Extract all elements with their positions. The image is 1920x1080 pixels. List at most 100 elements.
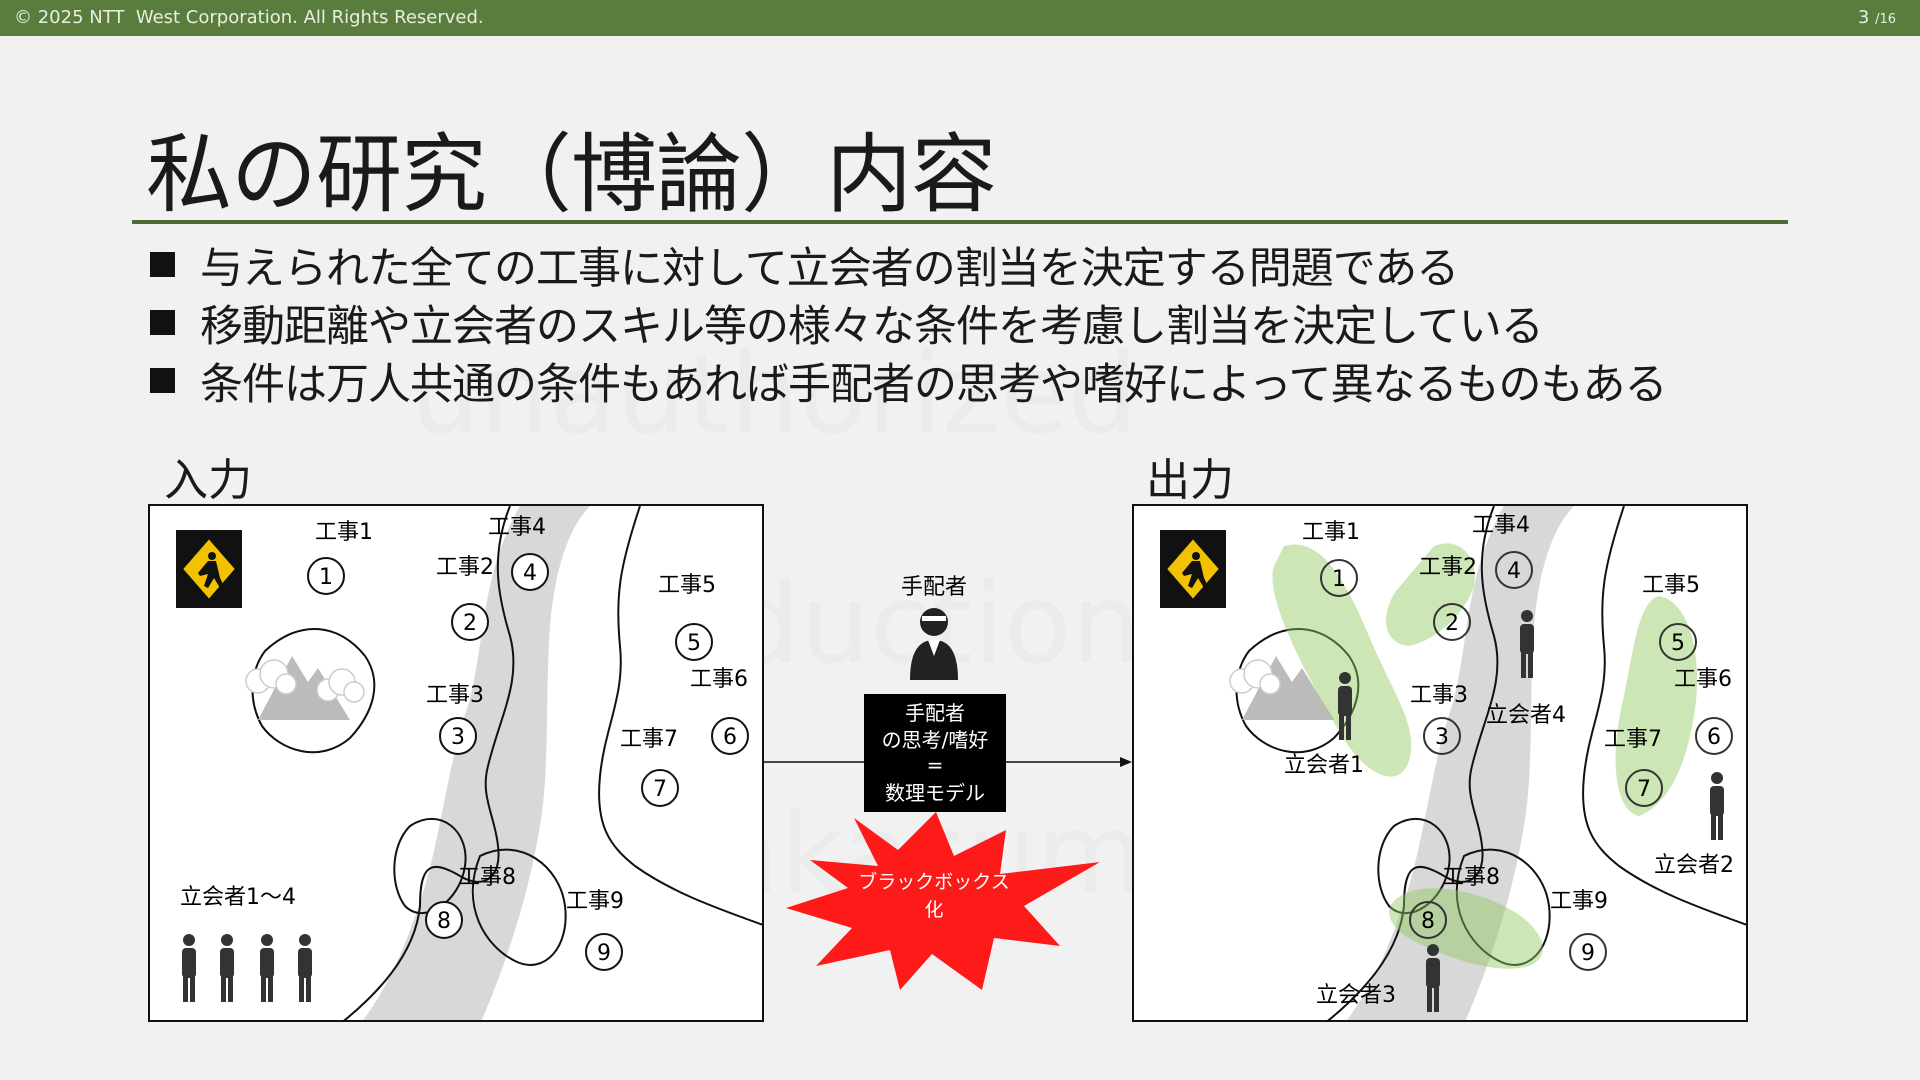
work-site-3: 工事3 3	[426, 683, 484, 755]
svg-text:3: 3	[451, 725, 465, 750]
svg-text:工事3: 工事3	[426, 683, 484, 708]
mountain-icon	[1242, 656, 1334, 720]
middle-flow: 手配者 手配者 の思考/嗜好 = 数理モデル ブラックボックス 化	[760, 560, 1140, 1000]
witnesses-label: 立会者1～4	[180, 885, 296, 910]
svg-text:2: 2	[463, 611, 477, 636]
person-icon	[182, 934, 196, 1002]
svg-text:工事4: 工事4	[488, 515, 546, 540]
svg-text:2: 2	[1445, 611, 1459, 636]
river-bank-icon	[1327, 506, 1499, 1020]
cloud-icon	[245, 659, 365, 703]
bullet-list: 与えられた全ての工事に対して立会者の割当を決定する問題である 移動距離や立会者の…	[148, 232, 1788, 410]
witness-1-person-icon	[1338, 672, 1352, 740]
river-bank-icon	[598, 506, 762, 926]
svg-text:3: 3	[1435, 725, 1449, 750]
witness-3-label: 立会者3	[1316, 983, 1396, 1008]
svg-text:工事2: 工事2	[436, 555, 494, 580]
page-total: /16	[1875, 12, 1896, 27]
work-site-2: 工事2 2	[1419, 555, 1477, 641]
input-section-label: 入力	[164, 455, 252, 506]
bullet-square-icon	[150, 368, 175, 393]
work-site-7: 工事7 7	[620, 727, 679, 807]
work-site-3: 工事3 3	[1410, 683, 1468, 755]
work-site-1: 工事1 1	[307, 520, 373, 595]
assignment-highlight-witness1	[1272, 544, 1412, 777]
work-site-7: 工事7 7	[1604, 727, 1663, 807]
witness-3-person-icon	[1426, 944, 1440, 1012]
model-box-line-3: =	[927, 753, 944, 777]
river-bank-icon	[1582, 506, 1746, 926]
river-bank-icon	[343, 506, 515, 1020]
svg-text:工事1: 工事1	[1302, 520, 1360, 545]
svg-text:工事6: 工事6	[1674, 667, 1732, 692]
svg-text:工事9: 工事9	[566, 889, 624, 914]
work-site-4: 工事4 4	[1472, 513, 1533, 589]
bullet-item: 与えられた全ての工事に対して立会者の割当を決定する問題である	[148, 232, 1788, 294]
svg-text:工事2: 工事2	[1419, 555, 1477, 580]
model-box-line-2: の思考/嗜好	[882, 728, 989, 752]
svg-text:6: 6	[723, 725, 737, 750]
work-site-9: 工事9 9	[1550, 889, 1608, 971]
witness-4-person-icon	[1520, 610, 1534, 678]
svg-text:8: 8	[437, 909, 451, 934]
svg-text:工事1: 工事1	[315, 520, 373, 545]
person-icon	[260, 934, 274, 1002]
svg-text:工事4: 工事4	[1472, 513, 1530, 538]
svg-text:工事5: 工事5	[1642, 573, 1700, 598]
mountain-icon	[258, 656, 350, 720]
work-site-9: 工事9 9	[566, 889, 624, 971]
svg-text:工事8: 工事8	[1442, 865, 1500, 890]
river-icon	[363, 506, 590, 1020]
witness-4-label: 立会者4	[1486, 703, 1566, 728]
bullet-text: 条件は万人共通の条件もあれば手配者の思考や嗜好によって異なるものもある	[200, 360, 1668, 410]
model-box-line-1: 手配者	[905, 701, 965, 725]
site8-region-icon	[1377, 817, 1451, 915]
svg-text:工事8: 工事8	[458, 865, 516, 890]
slide-title: 私の研究（博論）内容	[146, 125, 997, 225]
assignment-highlight-witness2	[1615, 596, 1698, 816]
model-box	[864, 694, 1006, 812]
bullet-square-icon	[150, 252, 175, 277]
page-number: 3 /16	[1858, 7, 1896, 28]
arrow-head-icon	[1120, 757, 1132, 767]
work-site-5: 工事5 5	[1642, 573, 1700, 661]
svg-text:6: 6	[1707, 725, 1721, 750]
output-map-panel: 工事1 1 工事2 2 工事3 3 工事4 4 工事5 5 工事6 6 工事7 …	[1132, 504, 1748, 1022]
assignment-highlight-witness3	[1389, 888, 1543, 969]
svg-text:7: 7	[1637, 777, 1651, 802]
svg-text:4: 4	[1507, 559, 1521, 584]
bullet-text: 移動距離や立会者のスキル等の様々な条件を考慮し割当を決定している	[200, 302, 1544, 352]
blackbox-text-2: 化	[924, 899, 943, 921]
copyright-text: © 2025 NTT West Corporation. All Rights …	[14, 7, 484, 28]
river-icon	[1347, 506, 1574, 1020]
witness-2-person-icon	[1710, 772, 1724, 840]
blackbox-burst-icon	[786, 812, 1100, 990]
svg-text:7: 7	[653, 777, 667, 802]
cloud-icon	[1229, 659, 1281, 695]
person-icon	[298, 934, 312, 1002]
work-site-2: 工事2 2	[436, 555, 494, 641]
svg-text:1: 1	[1332, 567, 1346, 592]
bullet-text: 与えられた全ての工事に対して立会者の割当を決定する問題である	[200, 244, 1459, 294]
svg-text:9: 9	[597, 941, 611, 966]
bullet-square-icon	[150, 310, 175, 335]
svg-text:8: 8	[1421, 909, 1435, 934]
person-icon	[220, 934, 234, 1002]
model-box-line-4: 数理モデル	[885, 781, 985, 805]
svg-text:工事7: 工事7	[1604, 727, 1662, 752]
svg-text:工事3: 工事3	[1410, 683, 1468, 708]
svg-text:9: 9	[1581, 941, 1595, 966]
work-site-4: 工事4 4	[488, 515, 549, 591]
planner-label: 手配者	[901, 575, 967, 600]
page-current: 3	[1857, 7, 1870, 28]
blackbox-text-1: ブラックボックス	[858, 870, 1009, 893]
person-icon-group	[182, 934, 312, 1002]
svg-text:5: 5	[687, 631, 701, 656]
header-bar: © 2025 NTT West Corporation. All Rights …	[0, 0, 1920, 36]
work-site-5: 工事5 5	[658, 573, 716, 661]
witness-2-label: 立会者2	[1654, 853, 1734, 878]
planner-person-icon	[910, 608, 958, 680]
assignment-highlight-witness4	[1386, 543, 1475, 646]
work-site-6: 工事6 6	[1674, 667, 1733, 755]
svg-text:5: 5	[1671, 631, 1685, 656]
